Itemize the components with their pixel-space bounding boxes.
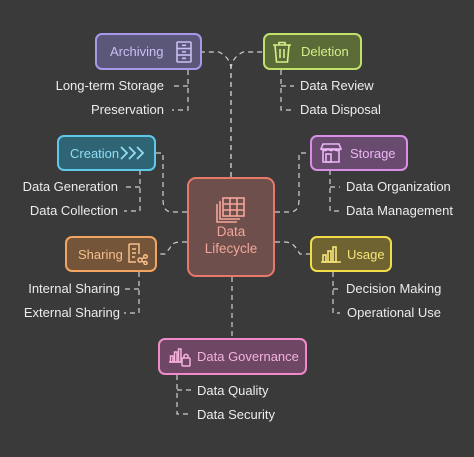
trash-icon [273,41,291,63]
storage-item-2: Data Management [346,203,453,218]
node-data-governance-label: Data Governance [197,349,299,364]
governance-item-1: Data Quality [197,383,269,398]
node-deletion: Deletion [263,33,362,70]
data-table-icon [216,197,245,223]
deletion-item-1: Data Review [300,78,374,93]
archive-cabinet-icon [176,40,192,63]
creation-item-2: Data Collection [29,203,118,218]
node-storage: Storage [310,135,408,171]
node-storage-label: Storage [350,145,396,161]
node-archiving: Archiving [95,33,202,70]
fast-forward-icon [120,146,145,160]
node-usage: Usage [310,236,392,272]
creation-item-1: Data Generation [22,179,118,194]
archiving-item-1: Long-term Storage [55,78,164,93]
node-data-governance: Data Governance [158,338,307,375]
node-sharing: Sharing [65,236,157,272]
node-creation: Creation [57,135,156,171]
sharing-item-1: Internal Sharing [28,281,120,296]
storage-item-1: Data Organization [346,179,451,194]
center-title-line1: Data [216,224,246,239]
node-usage-label: Usage [347,246,385,262]
governance-item-2: Data Security [197,407,276,422]
node-deletion-label: Deletion [301,44,349,59]
sharing-item-2: External Sharing [23,305,120,320]
center-title-line2: Lifecycle [204,241,258,256]
deletion-item-2: Data Disposal [300,102,381,117]
storage-icon [320,143,342,163]
node-sharing-label: Sharing [78,246,123,262]
governance-chart-lock-icon [169,347,191,367]
node-creation-label: Creation [70,145,120,161]
archiving-item-2: Preservation [91,102,164,117]
usage-item-1: Decision Making [346,281,442,296]
bar-chart-icon [321,246,341,263]
usage-item-2: Operational Use [347,305,441,320]
center-node-data-lifecycle: Data Lifecycle [187,177,275,277]
share-document-icon [128,243,148,265]
node-archiving-label: Archiving [110,44,164,59]
